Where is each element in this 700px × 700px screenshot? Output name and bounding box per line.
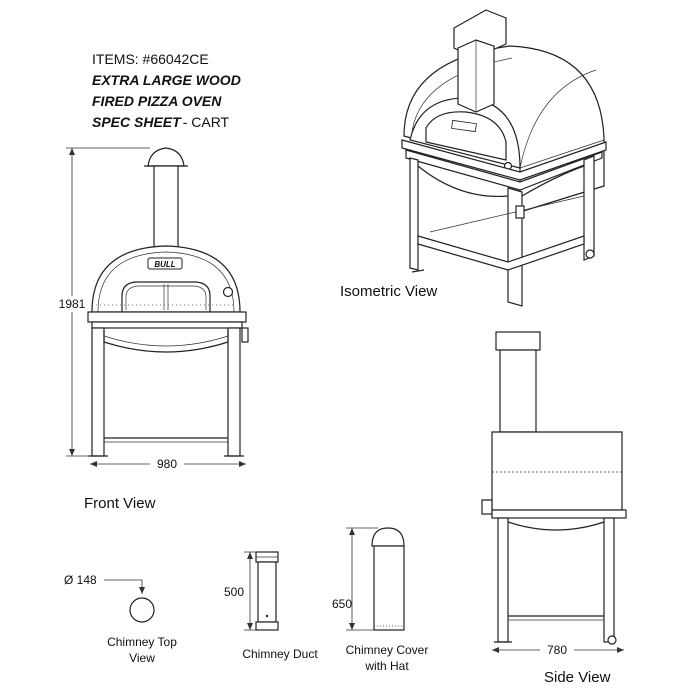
chimney-top-label-line1: Chimney Top (107, 635, 177, 649)
chimney-top-circle (129, 597, 155, 623)
chimney-cover-detail: 650 Chimney Cover with Hat (332, 527, 429, 673)
front-leg-left (91, 327, 105, 457)
chimney-top-label-line2: View (129, 651, 155, 665)
duct-length-dimension: 500 (224, 585, 244, 599)
duct-bottom-collar (255, 621, 279, 631)
isometric-view-label: Isometric View (340, 283, 437, 300)
iso-leg-front-left (409, 157, 419, 271)
front-counter (87, 311, 247, 323)
spec-sheet-rest: - CART (183, 114, 230, 130)
iso-counter (401, 139, 607, 181)
side-leg-right (603, 517, 615, 643)
cover-hat (371, 527, 405, 547)
spec-sheet-line: SPEC SHEET- CART (92, 114, 230, 130)
front-width-dimension: 980 (157, 457, 177, 471)
front-view-drawing: BULL (87, 147, 249, 457)
iso-oven-door (425, 111, 507, 161)
product-name-line1: EXTRA LARGE WOOD (92, 72, 241, 88)
chimney-cover-label-line2: with Hat (364, 659, 409, 673)
front-dimensions: 1981 980 (59, 147, 246, 472)
duct-body (257, 561, 277, 623)
chimney-duct-label: Chimney Duct (242, 647, 318, 661)
chimney-diameter-dimension: Ø 148 (64, 573, 97, 587)
front-thermometer (222, 286, 234, 298)
front-leg-right (227, 327, 241, 457)
cover-body (373, 545, 405, 631)
product-name-line2: FIRED PIZZA OVEN (92, 93, 222, 109)
height-dimension: 1981 (59, 297, 86, 311)
front-frame-band (91, 321, 243, 329)
side-view-label: Side View (544, 669, 611, 686)
side-dimensions: 780 (492, 642, 624, 658)
cover-height-dimension: 650 (332, 597, 352, 611)
front-chimney-hat (147, 147, 185, 167)
side-chimney-hat (495, 331, 541, 351)
iso-lower-shelf (417, 235, 585, 271)
iso-leg-back-right (583, 155, 595, 261)
front-view-label: Front View (84, 495, 156, 512)
svg-text:BULL: BULL (154, 260, 175, 269)
chimney-top-view: Ø 148 Chimney Top View (64, 573, 177, 665)
front-brand-logo: BULL (147, 257, 183, 270)
isometric-view-drawing (401, 9, 607, 307)
side-oven-body (491, 431, 623, 511)
side-leg-left (497, 517, 509, 643)
front-side-handle (241, 327, 249, 343)
iso-wheel (585, 249, 595, 259)
chimney-cover-label-line1: Chimney Cover (346, 643, 429, 657)
side-counter (491, 509, 627, 519)
front-chimney-duct (153, 165, 179, 249)
items-number: ITEMS: #66042CE (92, 51, 209, 67)
side-chimney-duct (499, 349, 537, 433)
front-oven-door (121, 281, 211, 313)
side-width-dimension: 780 (547, 643, 567, 657)
chimney-duct-detail: 500 Chimney Duct (224, 551, 318, 661)
side-view-drawing (481, 331, 627, 645)
title-block: ITEMS: #66042CE EXTRA LARGE WOOD FIRED P… (92, 51, 241, 130)
spec-sheet-bold: SPEC SHEET (92, 114, 182, 130)
side-wheel (607, 635, 617, 645)
